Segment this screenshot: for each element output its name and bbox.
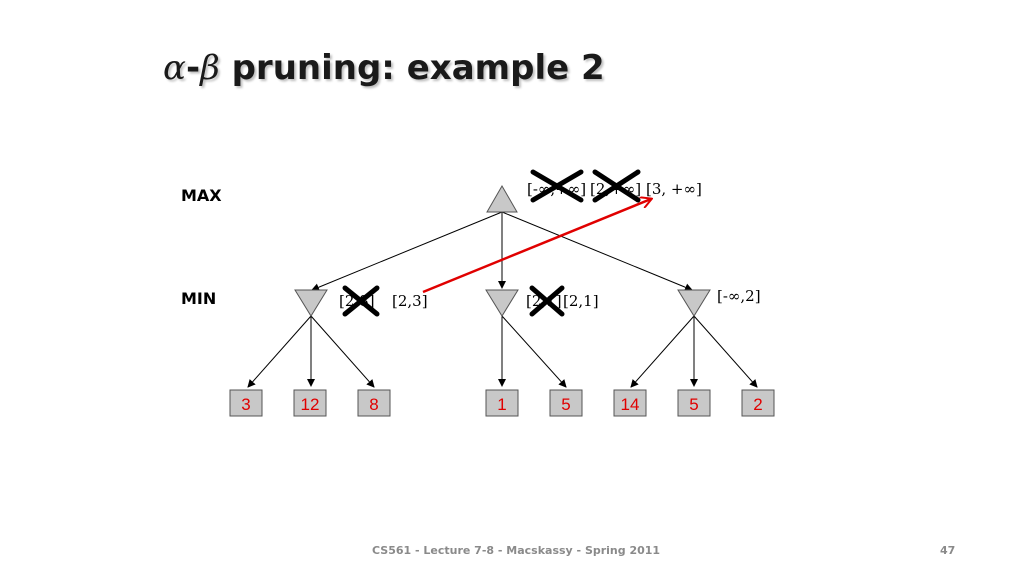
leaf-value-5: 5 <box>561 395 570 414</box>
leaf-value-8: 2 <box>753 395 762 414</box>
slide-title: α-β pruning: example 2 <box>163 48 605 88</box>
propagation-arrow <box>422 199 651 294</box>
edge-min1-leaf1 <box>247 315 312 388</box>
edge-min3-leaf1 <box>630 315 695 388</box>
alpha-symbol: α <box>163 48 186 88</box>
leaf-value-6: 14 <box>621 395 640 414</box>
min-node-2 <box>485 289 519 317</box>
root-interval-3: [3, +∞] <box>646 180 702 198</box>
leaf-value-7: 5 <box>689 395 698 414</box>
leaf-5: 5 <box>549 389 583 417</box>
edge-root-min3 <box>501 211 693 292</box>
edge-min2-leaf2 <box>501 315 567 388</box>
title-text: pruning: example 2 <box>231 48 605 88</box>
beta-symbol: β <box>200 48 220 88</box>
min3-interval-1: [-∞,2] <box>717 287 761 305</box>
edge-root-min1 <box>311 211 503 292</box>
title-dash: - <box>185 48 201 88</box>
slide-footer: CS561 - Lecture 7-8 - Macskassy - Spring… <box>372 544 661 557</box>
leaf-value-1: 3 <box>241 395 250 414</box>
leaf-4: 1 <box>485 389 519 417</box>
page-number: 47 <box>940 544 956 557</box>
min1-interval-2: [2,3] <box>392 292 428 310</box>
leaf-6: 14 <box>613 389 647 417</box>
edge-min1-leaf3 <box>310 315 375 388</box>
leaf-value-4: 1 <box>497 395 506 414</box>
max-root-node <box>486 184 518 213</box>
min-level-label: MIN <box>181 289 217 308</box>
leaf-2: 12 <box>293 389 327 417</box>
leaf-7: 5 <box>677 389 711 417</box>
cross-min1-1 <box>342 285 380 317</box>
root-edges <box>311 211 693 292</box>
min-node-1 <box>294 289 328 317</box>
min-node-3 <box>677 289 711 317</box>
edge-min3-leaf3 <box>693 315 758 388</box>
max-level-label: MAX <box>181 186 222 205</box>
cross-root-2 <box>592 169 641 203</box>
leaf-value-3: 8 <box>369 395 378 414</box>
leaf-value-2: 12 <box>301 395 320 414</box>
cross-min2-1 <box>529 285 565 317</box>
leaf-1: 3 <box>229 389 263 417</box>
min2-interval-2: [2,1] <box>563 292 599 310</box>
min-edges <box>247 315 758 388</box>
leaf-3: 8 <box>357 389 391 417</box>
leaf-8: 2 <box>741 389 775 417</box>
cross-root-1 <box>530 169 584 203</box>
